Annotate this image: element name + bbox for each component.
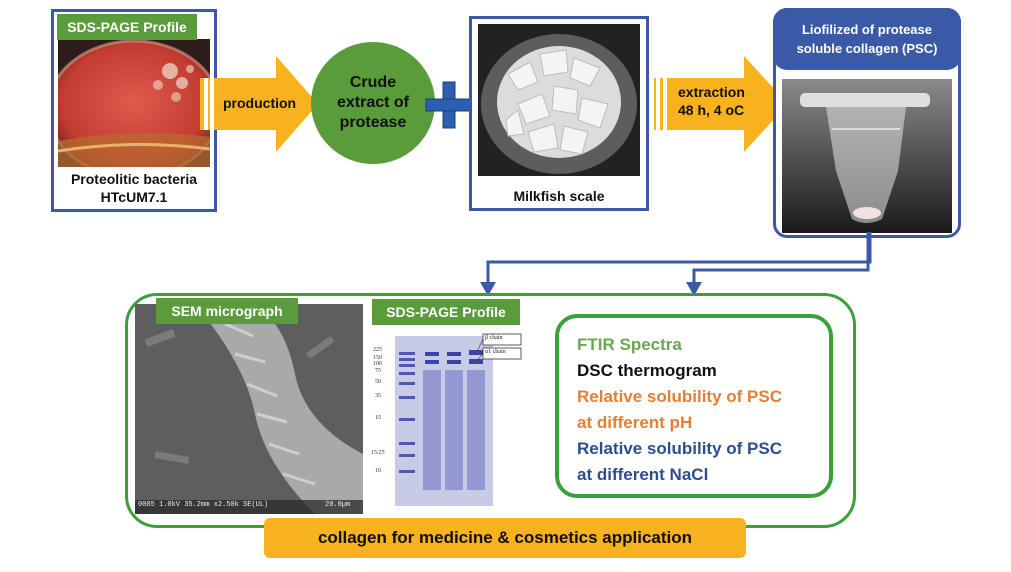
crude-extract-line1: Crude xyxy=(349,74,397,91)
gel-ladder-75: 75 xyxy=(375,368,381,374)
psc-tube-photo xyxy=(782,79,952,233)
plus-icon xyxy=(425,81,473,129)
analysis-list-box: FTIR Spectra DSC thermogram Relative sol… xyxy=(555,314,833,498)
blue-connector-lines xyxy=(480,232,872,296)
analysis-solubility-nacl-line1: Relative solubility of PSC xyxy=(577,439,782,458)
extraction-line2: 48 h, 4 oC xyxy=(678,102,745,118)
gel-ladder-15: 15 xyxy=(375,415,381,421)
application-banner: collagen for medicine & cosmetics applic… xyxy=(264,518,746,558)
gel-ladder-150: 150 xyxy=(373,355,382,361)
extraction-arrow-label: extraction 48 h, 4 oC xyxy=(678,83,745,119)
sds-page-label: SDS-PAGE Profile xyxy=(372,299,520,325)
gel-ladder-100: 100 xyxy=(373,361,382,367)
sem-scale-text: 20.0µm xyxy=(325,501,351,509)
sem-micrograph-label: SEM micrograph xyxy=(156,298,298,324)
analysis-ftir: FTIR Spectra xyxy=(577,335,682,354)
bacteria-caption-line1: Proteolitic bacteria xyxy=(70,171,198,187)
application-banner-label: collagen for medicine & cosmetics applic… xyxy=(317,528,693,547)
milkfish-panel: Milkfish scale xyxy=(469,16,649,211)
milkfish-scale-photo xyxy=(478,24,640,176)
gel-ladder-10: 10 xyxy=(375,468,381,474)
extraction-arrow xyxy=(654,56,788,152)
crude-extract-line3: protease xyxy=(339,114,407,131)
analysis-dsc: DSC thermogram xyxy=(577,361,717,380)
production-arrow-label: production xyxy=(223,95,297,111)
extraction-line1: extraction xyxy=(678,84,745,100)
analysis-solubility-nacl-line2: at different NaCl xyxy=(577,465,709,484)
crude-extract-line2: extract of xyxy=(336,94,410,111)
gel-ladder-15-25: 15/25 xyxy=(371,450,385,456)
analysis-solubility-ph-line1: Relative solubility of PSC xyxy=(577,387,782,406)
psc-title-line2: soluble collagen (PSC) xyxy=(796,41,938,56)
bacteria-panel: SDS-PAGE Profile Proteolitic bacteria HT… xyxy=(51,9,217,212)
gel-ladder-50: 50 xyxy=(375,379,381,385)
production-arrow xyxy=(200,56,318,152)
bacteria-caption-line2: HTcUM7.1 xyxy=(100,189,168,205)
bacteria-caption: Proteolitic bacteria HTcUM7.1 xyxy=(54,170,214,206)
sds-page-gel: 225 150 100 75 50 35 15 15/25 10 β chain… xyxy=(369,330,529,510)
psc-panel: Liofilized of protease soluble collagen … xyxy=(773,8,961,238)
gel-callout-beta: β chain xyxy=(485,335,503,341)
sem-info-text: 0005 1.0kV 35.2mm x2.50k SE(UL) xyxy=(138,501,269,509)
milkfish-caption: Milkfish scale xyxy=(513,188,605,204)
petri-dish-photo xyxy=(58,39,210,167)
bacteria-panel-label: SDS-PAGE Profile xyxy=(57,14,197,40)
gel-callout-alpha: α1 chain xyxy=(485,349,506,355)
gel-ladder-225: 225 xyxy=(373,347,382,353)
gel-ladder-35: 35 xyxy=(375,393,381,399)
crude-extract-circle: Crude extract of protease xyxy=(311,42,435,164)
analysis-solubility-ph-line2: at different pH xyxy=(577,413,693,432)
psc-title-line1: Liofilized of protease xyxy=(801,22,932,37)
sem-micrograph-image: 0005 1.0kV 35.2mm x2.50k SE(UL) 20.0µm xyxy=(135,304,363,514)
psc-title-box: Liofilized of protease soluble collagen … xyxy=(773,8,961,70)
